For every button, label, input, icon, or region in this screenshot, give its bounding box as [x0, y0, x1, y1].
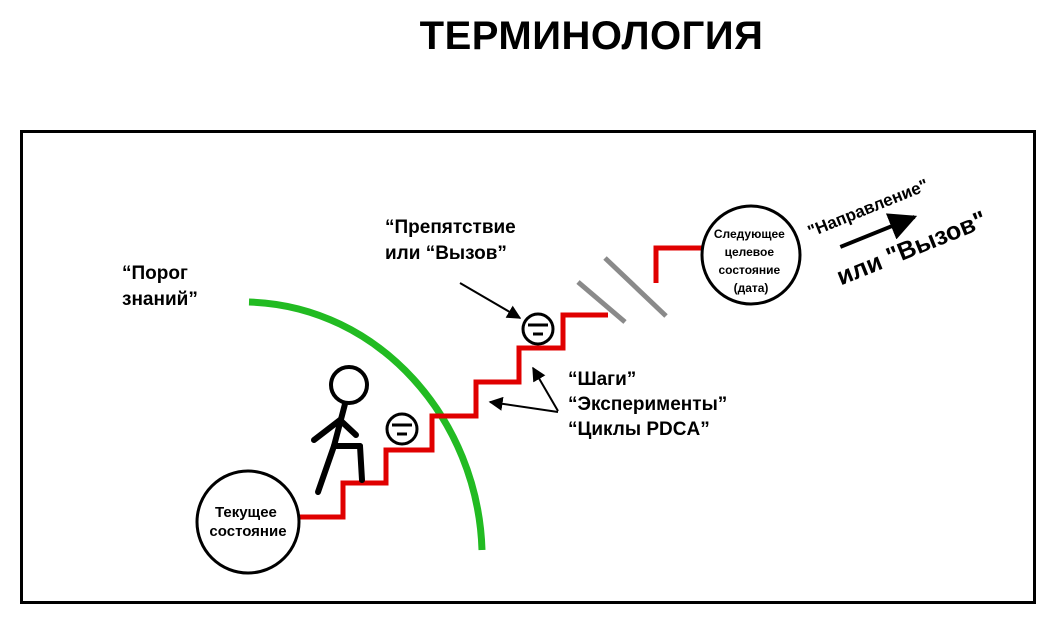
- knowledge-threshold-label: “Порог: [122, 263, 188, 284]
- staircase-lower: [298, 312, 608, 520]
- steps-label: “Циклы PDCA”: [568, 419, 710, 440]
- current-state-circle: [195, 469, 301, 575]
- next-target-state-label: состояние: [718, 263, 780, 277]
- svg-text:Текущее состояние: Текущее состояние: [209, 504, 286, 540]
- gap-marker-line: [603, 256, 668, 318]
- obstacle-label: “Препятствие: [385, 217, 516, 238]
- stick-figure: [311, 365, 369, 495]
- current-state-label: Текущее: [215, 504, 277, 521]
- svg-text:“Препятствие или “Вызов”: “Препятствие или “Вызов”: [385, 217, 521, 264]
- staircase-upper: [653, 245, 702, 283]
- next-target-state-label: целевое: [725, 245, 775, 259]
- diagram-frame: [20, 130, 1036, 604]
- knowledge-threshold-arc: [248, 298, 486, 551]
- current-state-label: состояние: [209, 523, 286, 540]
- svg-text:“Порог знаний”: “Порог знаний”: [122, 263, 198, 310]
- page-title: ТЕРМИНОЛОГИЯ: [419, 14, 764, 58]
- direction-group: "Направление" или "Вызов": [805, 175, 991, 291]
- steps-arrow: [532, 366, 559, 412]
- knowledge-threshold-label: знаний”: [122, 289, 198, 310]
- next-target-state-label: (дата): [734, 281, 769, 295]
- direction-label: "Направление": [805, 175, 931, 241]
- obstacle-icon: [521, 312, 555, 346]
- next-target-state-circle: [700, 204, 802, 306]
- next-target-state-label: Следующее: [714, 227, 785, 241]
- obstacle-label: или “Вызов”: [385, 243, 507, 264]
- direction-arrow: [839, 213, 918, 249]
- svg-text:“Шаги” “Эксперименты”: “Шаги” “Эксперименты” “Циклы PDCA”: [568, 369, 733, 440]
- steps-label: “Шаги”: [568, 369, 636, 390]
- obstacle-icon: [385, 412, 419, 446]
- svg-text:Следующее целевое сост: Следующее целевое состояние (дата): [714, 227, 788, 295]
- steps-arrow: [488, 396, 559, 413]
- gap-marker-line: [576, 280, 627, 324]
- steps-label: “Эксперименты”: [568, 394, 727, 415]
- obstacle-arrow: [459, 282, 522, 319]
